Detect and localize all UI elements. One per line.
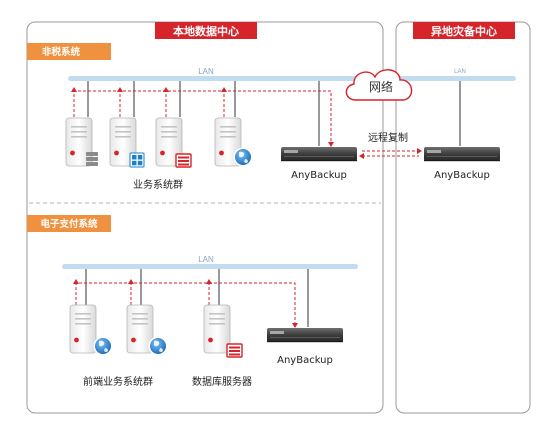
- network-cloud-icon: [345, 69, 413, 101]
- anybackup-label-bottom: AnyBackup: [277, 355, 333, 366]
- globe-icon: [233, 147, 253, 167]
- backup-paths-bottom: [75, 282, 296, 327]
- anybackup-label-local: AnyBackup: [291, 170, 347, 181]
- database-icon: [175, 153, 192, 168]
- lan-bar-top: [68, 76, 516, 81]
- lan-label-bottom: LAN: [198, 255, 214, 264]
- payment-system-tab: [27, 215, 111, 232]
- anybackup-device-local: [281, 147, 357, 162]
- database-icon: [226, 343, 243, 358]
- tax-system-tab: [27, 43, 111, 60]
- lan-label-top: LAN: [198, 67, 214, 76]
- payment-system-label: 电子支付系统: [40, 218, 98, 230]
- local-datacenter-header: [155, 22, 257, 39]
- database-server: [203, 304, 231, 354]
- windows-icon: [129, 152, 145, 168]
- lan-label-remote: LAN: [454, 69, 466, 75]
- globe-icon: [148, 336, 168, 356]
- business-cluster-label: 业务系统群: [133, 178, 183, 191]
- network-cloud-label: 网络: [369, 79, 393, 94]
- remote-replication-label: 远程复制: [368, 131, 408, 144]
- globe-icon: [93, 336, 113, 356]
- anybackup-device-bottom: [267, 328, 343, 343]
- frontend-server-1: [69, 304, 97, 354]
- lan-bar-bottom: [62, 264, 358, 269]
- anybackup-device-remote: [424, 147, 500, 162]
- anybackup-label-remote: AnyBackup: [434, 170, 490, 181]
- remote-datacenter-header: [413, 22, 515, 39]
- local-datacenter-title: 本地数据中心: [173, 24, 239, 38]
- frontend-cluster-label: 前端业务系统群: [83, 375, 153, 388]
- remote-replication-arrows: [362, 150, 419, 157]
- tax-system-label: 非税系统: [42, 46, 81, 58]
- db-server-label: 数据库服务器: [192, 375, 252, 388]
- backup-paths-top: [73, 90, 332, 146]
- remote-datacenter-title: 异地灾备中心: [431, 24, 497, 38]
- stack-icon: [86, 152, 98, 166]
